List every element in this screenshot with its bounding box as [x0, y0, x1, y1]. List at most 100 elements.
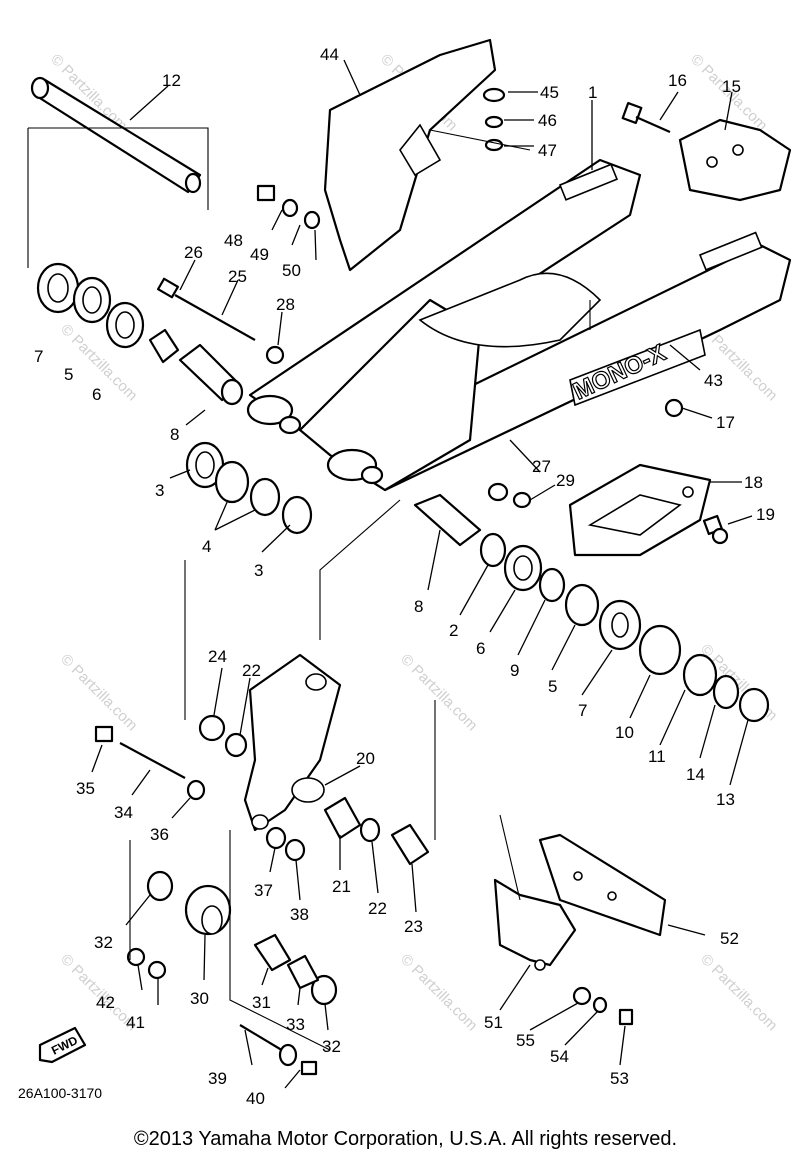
parts-3-4-seals — [185, 441, 313, 535]
callout-3: 3 — [155, 481, 164, 500]
part-17-nut — [664, 398, 684, 418]
callout-25: 25 — [228, 267, 247, 286]
callout-15: 15 — [722, 77, 741, 96]
copyright-notice: ©2013 Yamaha Motor Corporation, U.S.A. A… — [133, 1128, 678, 1150]
callout-26: 26 — [184, 243, 203, 262]
part-19-bolt — [702, 514, 729, 545]
part-37-washer — [265, 826, 287, 850]
callout-24: 24 — [208, 647, 227, 666]
part-25-bolt — [156, 277, 256, 341]
part-30-link — [184, 884, 232, 936]
part-40-nut — [300, 1060, 318, 1076]
callout-7: 7 — [34, 347, 43, 366]
part-52-plate — [538, 833, 667, 937]
callout-35: 35 — [76, 779, 95, 798]
part-32-seal — [146, 870, 174, 902]
callout-3: 3 — [254, 561, 263, 580]
callout-39: 39 — [208, 1069, 227, 1088]
part-36-washer — [186, 779, 206, 801]
part-23-collar — [390, 823, 430, 866]
callout-19: 19 — [756, 505, 775, 524]
callout-46: 46 — [538, 111, 557, 130]
part-44-brace — [323, 38, 497, 272]
drawing-code: 26A100-3170 — [18, 1085, 102, 1101]
callout-12: 12 — [162, 71, 181, 90]
callout-9: 9 — [510, 661, 519, 680]
watermark: © Partzilla.com — [397, 951, 480, 1034]
callout-49: 49 — [250, 245, 269, 264]
callout-47: 47 — [538, 141, 557, 160]
part-20-relay-arm — [243, 653, 342, 832]
callout-21: 21 — [332, 877, 351, 896]
parts-48-49-50 — [256, 184, 321, 230]
callout-labels: 1 2 2 3 3 4 5 5 6 6 7 7 8 8 9 10 11 12 1… — [34, 45, 775, 1108]
callout-45: 45 — [540, 83, 559, 102]
callout-2: 2 — [449, 621, 458, 640]
part-28-washer — [265, 345, 285, 365]
callout-6: 6 — [92, 385, 101, 404]
callout-8: 8 — [414, 597, 423, 616]
callout-37: 37 — [254, 881, 273, 900]
part-53-bolt — [618, 1008, 634, 1026]
callout-34: 34 — [114, 803, 133, 822]
callout-32: 32 — [322, 1037, 341, 1056]
callout-41: 41 — [126, 1013, 145, 1032]
callout-32: 32 — [94, 933, 113, 952]
part-42-nut — [126, 947, 146, 967]
part-34-bolt — [94, 725, 186, 779]
part-33-collar — [286, 954, 320, 990]
part-29-nut — [512, 491, 532, 509]
callout-53: 53 — [610, 1069, 629, 1088]
callout-50: 50 — [282, 261, 301, 280]
callout-5: 5 — [64, 365, 73, 384]
callout-11: 11 — [648, 747, 666, 766]
callout-17: 17 — [716, 413, 735, 432]
callout-22: 22 — [242, 661, 261, 680]
callout-54: 54 — [550, 1047, 569, 1066]
callout-30: 30 — [190, 989, 209, 1008]
callout-4: 4 — [202, 537, 211, 556]
callout-7: 7 — [578, 701, 587, 720]
assembly-guide-lines — [27, 127, 591, 1051]
callout-1: 1 — [588, 83, 597, 102]
callout-52: 52 — [720, 929, 739, 948]
watermark: © Partzilla.com — [397, 651, 480, 734]
callout-22: 22 — [368, 899, 387, 918]
callout-29: 29 — [556, 471, 575, 490]
callout-23: 23 — [404, 917, 423, 936]
part-16-bolt — [621, 101, 671, 134]
left-pivot-parts — [36, 262, 244, 406]
part-21-bushing — [323, 796, 362, 840]
part-24-bushing — [198, 714, 226, 742]
callout-6: 6 — [476, 639, 485, 658]
callout-51: 51 — [484, 1013, 503, 1032]
callout-33: 33 — [286, 1015, 305, 1034]
part-32b-seal — [310, 974, 338, 1006]
callout-44: 44 — [320, 45, 339, 64]
callout-28: 28 — [276, 295, 295, 314]
callout-36: 36 — [150, 825, 169, 844]
callout-38: 38 — [290, 905, 309, 924]
watermark: © Partzilla.com — [697, 951, 780, 1034]
callout-27: 27 — [532, 457, 551, 476]
callout-18: 18 — [744, 473, 763, 492]
callout-16: 16 — [668, 71, 687, 90]
callout-8: 8 — [170, 425, 179, 444]
watermark: © Partzilla.com — [57, 651, 140, 734]
part-31-bushing — [253, 933, 292, 972]
part-18-guide — [568, 463, 712, 557]
part-51-bracket — [493, 878, 577, 971]
part-27-washer — [487, 482, 509, 502]
callout-10: 10 — [615, 723, 634, 742]
right-pivot-parts — [413, 493, 770, 723]
callout-20: 20 — [356, 749, 375, 768]
callout-5: 5 — [548, 677, 557, 696]
part-41-washer — [147, 960, 167, 980]
fwd-arrow-icon: FWD — [38, 1026, 87, 1064]
leader-lines — [91, 59, 753, 1089]
swingarm: MONO-X — [246, 158, 792, 492]
part-12-pivot-shaft — [30, 76, 202, 194]
callout-14: 14 — [686, 765, 705, 784]
callout-43: 43 — [704, 371, 723, 390]
